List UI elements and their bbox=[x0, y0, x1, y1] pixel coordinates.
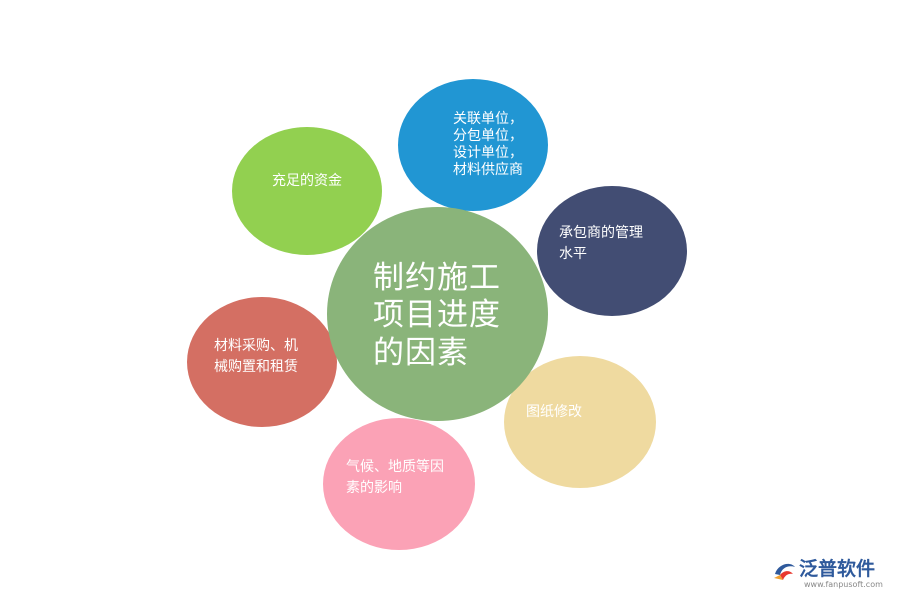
factor-weather-geology-label: 气候、地质等因 素的影响 bbox=[346, 459, 444, 496]
factor-related-units-bubble: 关联单位， 分包单位， 设计单位， 材料供应商 bbox=[398, 79, 548, 211]
center-topic-bubble: 制约施工 项目进度 的因素 bbox=[327, 207, 548, 421]
factor-materials-procurement-bubble: 材料采购、机 械购置和租赁 bbox=[187, 297, 337, 427]
factor-materials-procurement-label: 材料采购、机 械购置和租赁 bbox=[214, 338, 298, 375]
factor-funds-bubble: 充足的资金 bbox=[232, 127, 382, 255]
factor-drawing-changes-bubble: 图纸修改 bbox=[504, 356, 656, 488]
factor-contractor-management-bubble: 承包商的管理 水平 bbox=[537, 186, 687, 316]
brand-logo: 泛普软件 www.fanpusoft.com bbox=[772, 556, 890, 596]
factor-weather-geology-bubble: 气候、地质等因 素的影响 bbox=[323, 418, 475, 550]
brand-name: 泛普软件 bbox=[799, 558, 876, 580]
factor-funds-label: 充足的资金 bbox=[272, 172, 342, 189]
brand-url: www.fanpusoft.com bbox=[804, 580, 883, 589]
center-topic-label: 制约施工 项目进度 的因素 bbox=[373, 260, 501, 371]
fanpu-logo-icon bbox=[774, 563, 795, 580]
factor-drawing-changes-label: 图纸修改 bbox=[526, 403, 582, 420]
factor-contractor-management-label: 承包商的管理 水平 bbox=[559, 224, 643, 262]
factor-related-units-label: 关联单位， 分包单位， 设计单位， 材料供应商 bbox=[453, 111, 523, 178]
